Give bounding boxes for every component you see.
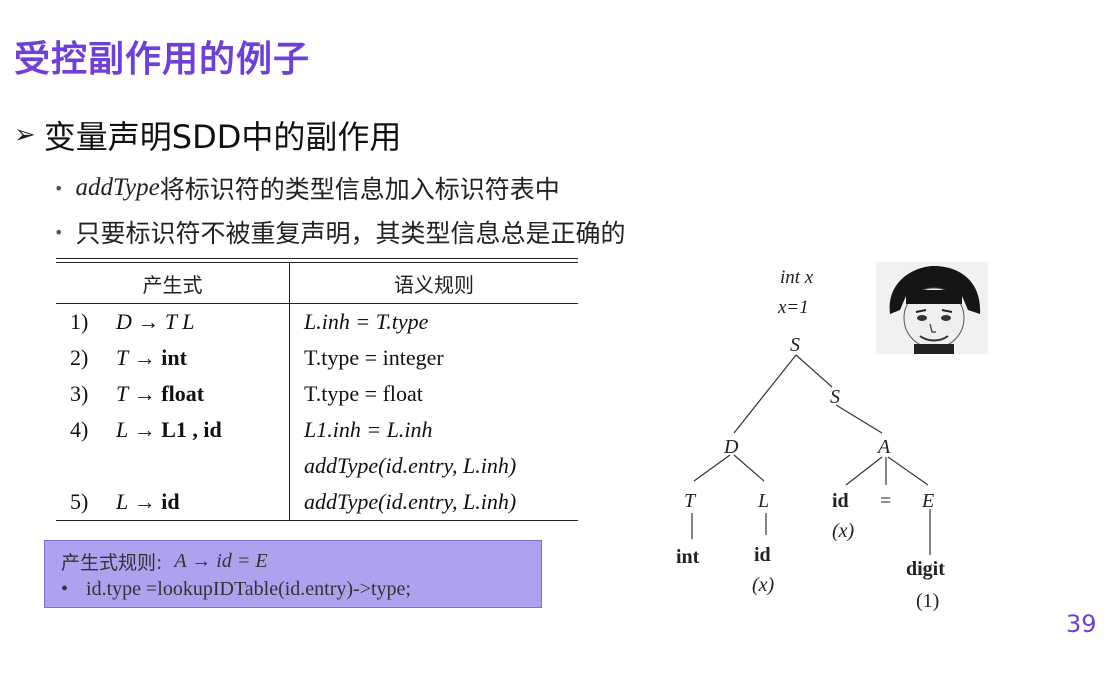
sub-bullet-1-text: 将标识符的类型信息加入标识符表中	[159, 175, 560, 204]
tree-node-D: D	[723, 436, 739, 458]
tree-leaf-int: int	[676, 546, 700, 568]
tree-leaf-x: (x)	[832, 520, 855, 542]
table-rule: T.type = float	[304, 381, 423, 406]
tree-node-T: T	[684, 490, 697, 512]
table-rule: L1.inh = L.inh	[304, 417, 433, 442]
page-number: 39	[1066, 610, 1097, 638]
table-rule: addType(id.entry, L.inh)	[304, 489, 517, 514]
code-line-2: x=1	[777, 297, 809, 318]
main-bullet-text: 变量声明SDD中的副作用	[43, 118, 402, 156]
tree-node-A: A	[876, 436, 891, 458]
table-header-production: 产生式	[56, 263, 290, 303]
tree-leaf-digit: digit	[906, 558, 945, 580]
callout-bullet: •	[61, 577, 69, 600]
tree-node-eq: =	[880, 490, 891, 512]
table-header-semantic-rule: 语义规则	[394, 272, 474, 297]
tree-node-S: S	[830, 386, 840, 408]
sub-bullet-1: • addType 将标识符的类型信息加入标识符表中	[54, 170, 560, 206]
tree-leaf-one: (1)	[916, 590, 939, 612]
main-bullet: ➢ 变量声明SDD中的副作用	[14, 112, 401, 158]
table-rule: addType(id.entry, L.inh)	[304, 453, 517, 478]
tree-node-id: id	[832, 490, 849, 512]
tree-leaf-x: (x)	[752, 574, 775, 596]
arrow-bullet-icon: ➢	[14, 120, 36, 150]
sdd-table: 产生式 语义规则 1) D → T L L.inh = T.type 2) T …	[56, 258, 578, 521]
table-rule: T.type = integer	[304, 345, 444, 370]
callout-production: A → id = E	[174, 549, 268, 572]
callout-rule: id.type =lookupIDTable(id.entry)->type;	[86, 577, 411, 600]
table-row: 4) L → L1 , id	[56, 412, 290, 448]
callout-label: 产生式规则:	[61, 551, 163, 574]
table-row: 1) D → T L	[56, 304, 290, 340]
table-row: 2) T → int	[56, 340, 290, 376]
production-rule-callout: 产生式规则: A → id = E • id.type =lookupIDTab…	[44, 540, 542, 608]
table-row	[56, 448, 290, 484]
code-line-1: int x	[780, 267, 814, 288]
tree-node-S: S	[790, 334, 800, 356]
tree-node-L: L	[757, 490, 769, 512]
table-rule: L.inh = T.type	[304, 309, 429, 334]
sub-bullet-2-text: 只要标识符不被重复声明，其类型信息总是正确的	[75, 219, 626, 248]
parse-tree: int x x=1 S S D A T L id = E (x) int id …	[676, 267, 945, 612]
meme-face-image	[876, 262, 988, 354]
addtype-term: addType	[75, 174, 160, 201]
dot-bullet-icon: •	[54, 178, 64, 198]
dot-bullet-icon: •	[54, 222, 64, 242]
table-row: 5) L → id	[56, 484, 290, 520]
slide-title: 受控副作用的例子	[14, 39, 311, 80]
table-row: 3) T → float	[56, 376, 290, 412]
sub-bullet-2: • 只要标识符不被重复声明，其类型信息总是正确的	[54, 214, 625, 250]
tree-node-id: id	[754, 544, 771, 566]
tree-node-E: E	[921, 490, 934, 512]
